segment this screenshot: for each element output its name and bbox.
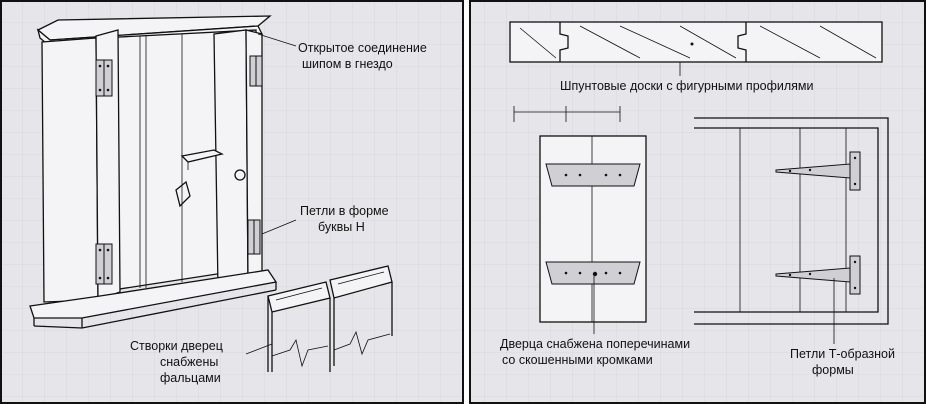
label-rebate-line2: снабжены (160, 355, 218, 369)
t-hinge-bottom (775, 255, 861, 295)
h-hinge-left-top (95, 59, 113, 97)
h-hinge-right-bottom (247, 219, 261, 255)
label-rebate-line1: Створки дверец (130, 339, 223, 353)
label-t-hinges-line2: формы (812, 363, 854, 377)
t-hinge-door (694, 117, 889, 344)
dimension-marks (513, 106, 621, 122)
rebate-detail (267, 265, 393, 372)
left-door (95, 29, 121, 301)
label-ledged-door-line1: Дверца снабжена поперечинами (500, 337, 690, 351)
label-h-hinges-line1: Петли в форме (300, 204, 389, 218)
tongue-groove-boards (509, 21, 883, 76)
leader-tenon (257, 33, 297, 47)
ledge-top (545, 163, 641, 187)
label-tongue-groove: Шпунтовые доски с фигурными профилями (560, 79, 814, 93)
leader-h-hinge (261, 219, 297, 235)
h-hinge-right-top (249, 55, 263, 87)
label-rebate-line3: фальцами (160, 371, 221, 385)
label-tenon-line1: Открытое соединение (298, 41, 427, 55)
label-ledged-door-line2: со скошенными кромками (502, 353, 653, 367)
leader-rebate (245, 343, 273, 355)
cabinet-left-side (41, 37, 99, 303)
label-h-hinges-line2: буквы Н (318, 220, 365, 234)
ledged-door (539, 135, 647, 334)
t-hinge-top (775, 151, 861, 191)
right-door (213, 29, 249, 289)
h-hinge-left-bottom (95, 243, 113, 285)
cabinet-drawing (29, 15, 393, 372)
ledge-bottom (545, 261, 641, 285)
label-tenon-line2: шипом в гнездо (302, 57, 393, 71)
label-t-hinges-line1: Петли Т-образной (790, 347, 895, 361)
door-knob (234, 169, 246, 181)
shelf (180, 149, 224, 163)
door-latch (175, 180, 191, 208)
